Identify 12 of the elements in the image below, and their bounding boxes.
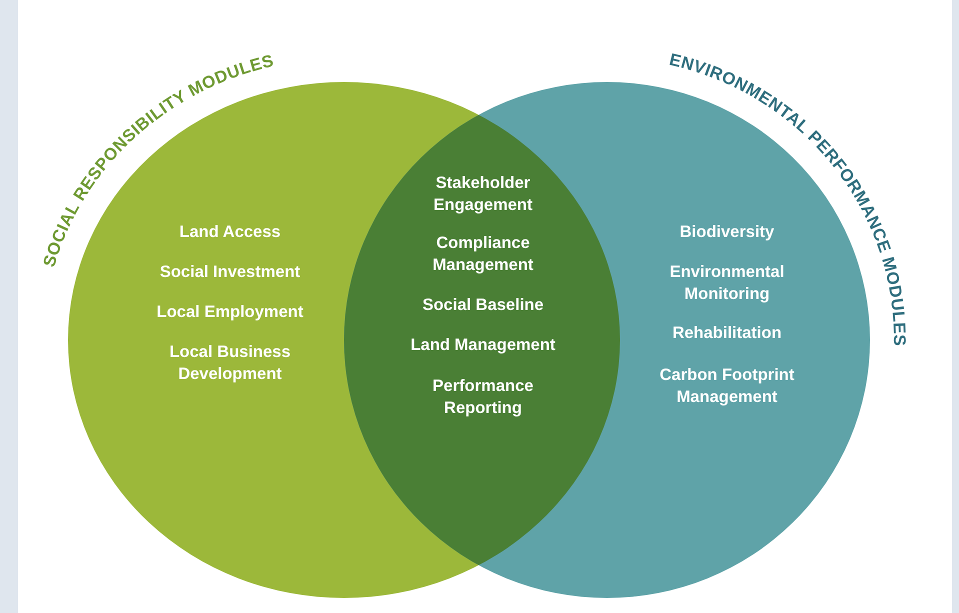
module-label: Compliance Management: [432, 233, 534, 276]
module-label: Local Business Development: [168, 342, 292, 385]
module-label: Stakeholder Engagement: [432, 173, 534, 216]
module-label: Rehabilitation: [671, 323, 783, 344]
module-label: Social Baseline: [421, 295, 545, 316]
module-label: Land Access: [178, 222, 282, 243]
module-label: Social Investment: [158, 262, 302, 283]
module-label: Local Employment: [156, 302, 304, 323]
module-label: Performance Reporting: [432, 376, 534, 419]
module-label: Environmental Monitoring: [668, 262, 786, 305]
module-label: Land Management: [410, 335, 556, 356]
module-label: Carbon Footprint Management: [658, 365, 796, 408]
